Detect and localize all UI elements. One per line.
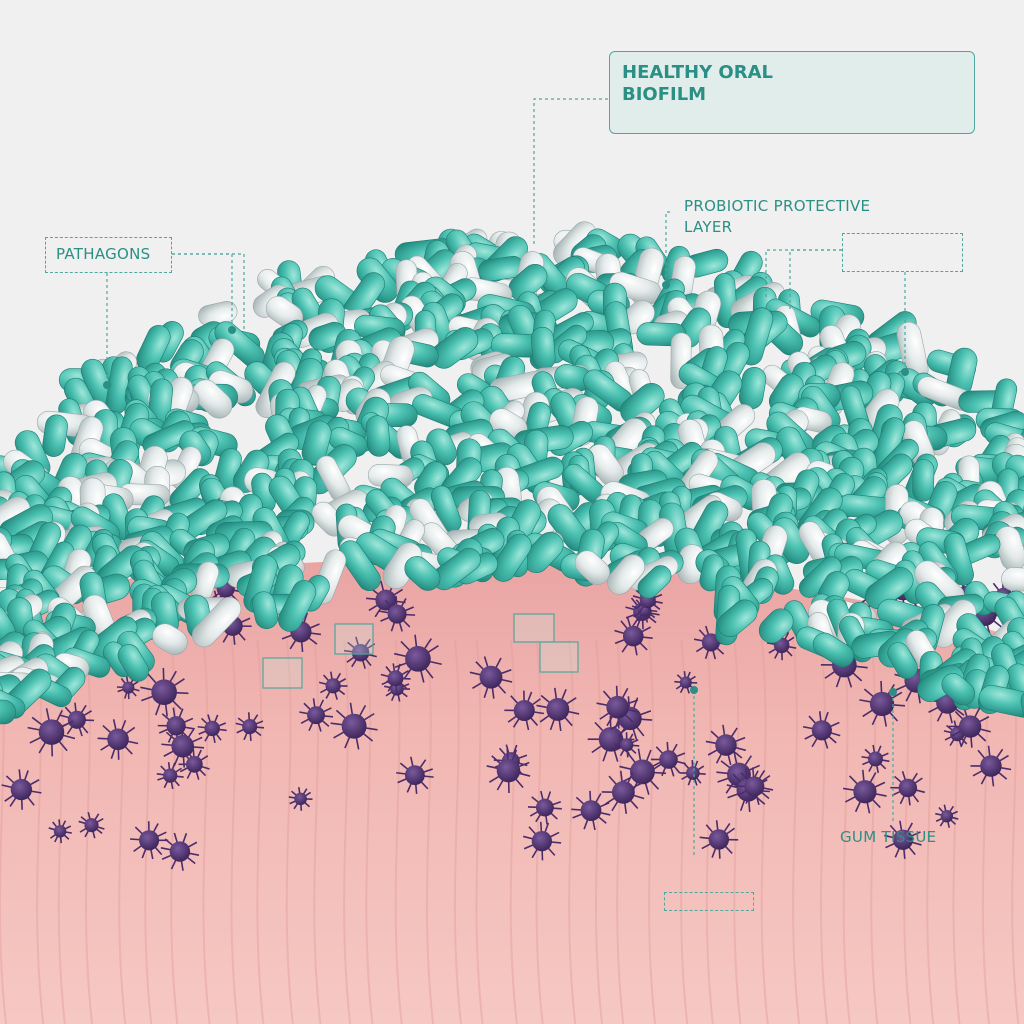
diagram-title: HEALTHY ORAL BIOFILM [622, 62, 773, 105]
annotation-highlight-boxes [262, 613, 579, 689]
pathogens-label-box [45, 237, 172, 273]
pathogens-label: PATHAGONS [56, 245, 151, 263]
empty-label-box-right [842, 233, 963, 272]
empty-label-box-bottom [664, 892, 754, 911]
probiotic-layer [0, 221, 1024, 737]
gum-tissue-label: GUM TISSUE [840, 828, 937, 846]
annotation-lines [106, 98, 906, 855]
title-box: HEALTHY ORAL BIOFILM [609, 51, 975, 134]
annotation-dots [103, 281, 909, 696]
probiotic-label: PROBIOTIC PROTECTIVE LAYER [684, 197, 871, 236]
